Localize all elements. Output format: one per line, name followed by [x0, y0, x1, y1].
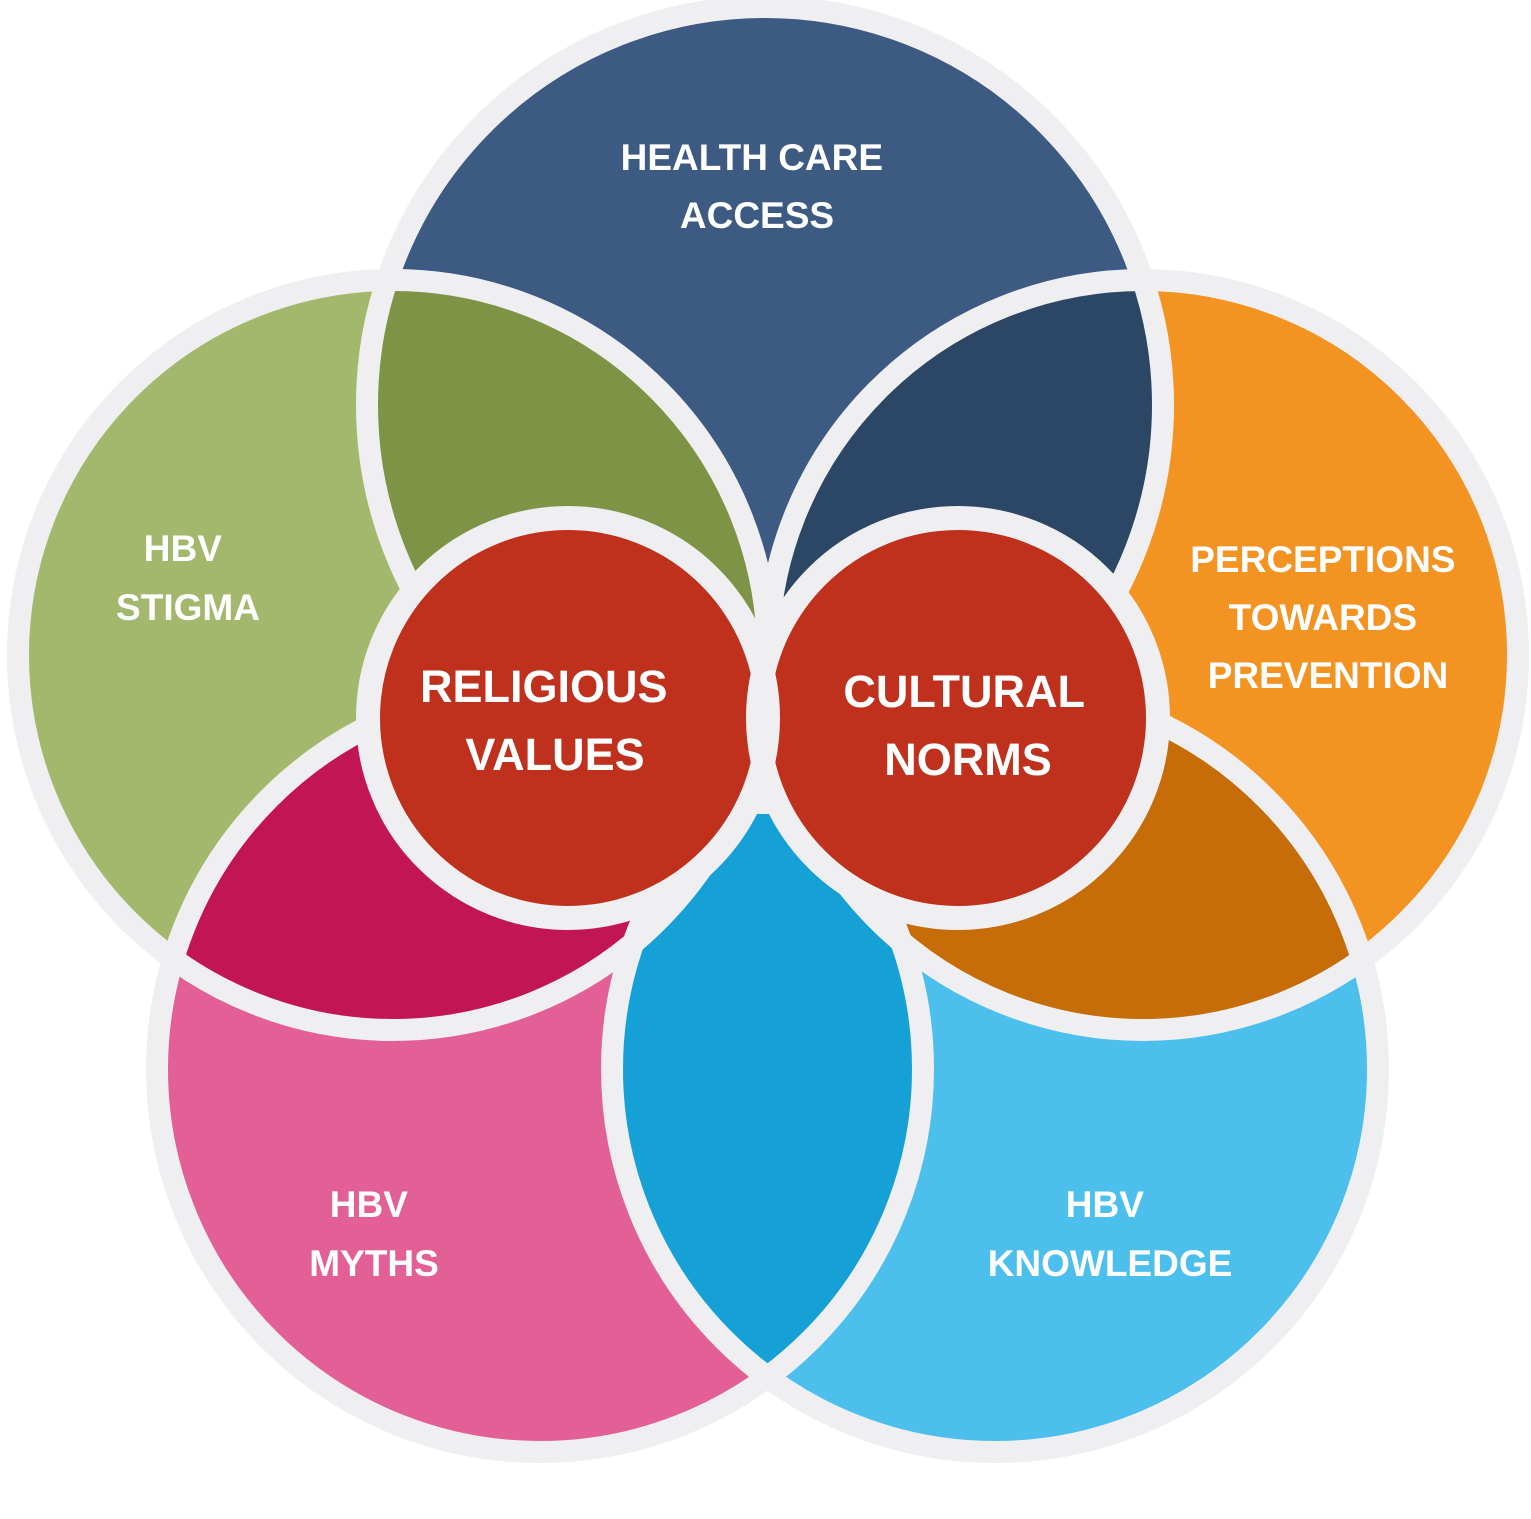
cultural-norms-circle — [758, 518, 1158, 918]
cultural-norms-label: CULTURAL NORMS — [843, 666, 1096, 785]
religious-values-label: RELIGIOUS VALUES — [420, 661, 680, 780]
overlap-myths-knowledge — [612, 686, 923, 1452]
perceptions-towards-prevention-label: PERCEPTIONS TOWARDS PREVENTION — [1190, 539, 1466, 696]
labels: HEALTH CARE ACCESS HBV STIGMA PERCEPTION… — [116, 137, 1466, 1284]
core-circles — [356, 506, 1170, 930]
hbv-stigma-label: HBV STIGMA — [116, 528, 260, 628]
religious-values-circle — [368, 518, 768, 918]
hbv-myths-label: HBV MYTHS — [309, 1184, 439, 1284]
hbv-knowledge-label: HBV KNOWLEDGE — [988, 1184, 1233, 1284]
health-care-access-label: HEALTH CARE ACCESS — [621, 137, 894, 236]
cultural-outline — [746, 506, 1170, 930]
